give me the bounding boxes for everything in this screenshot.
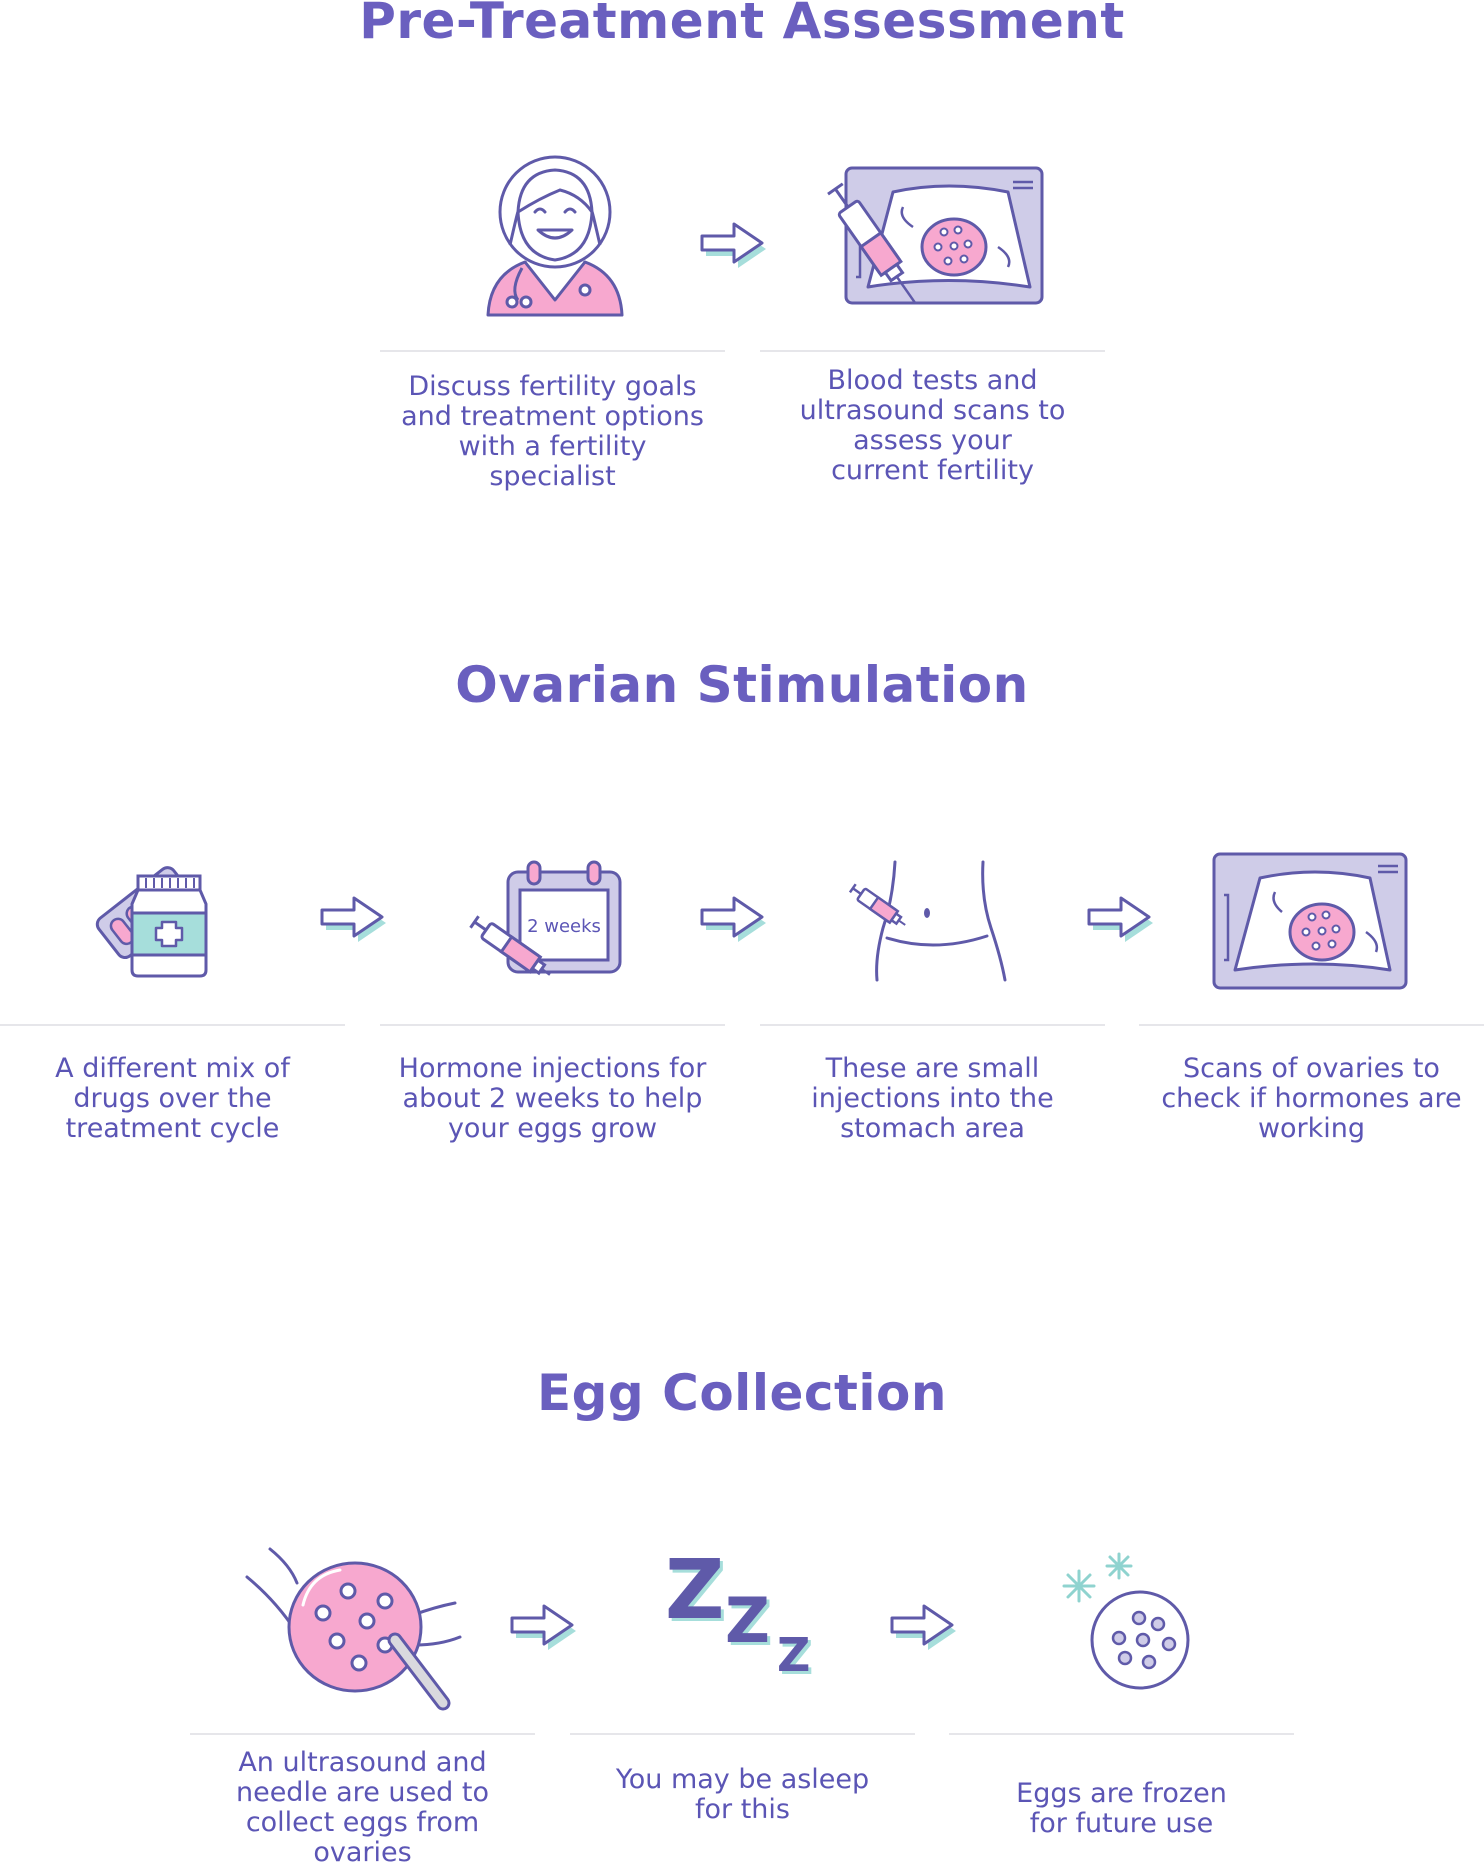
calendar-label: 2 weeks	[527, 916, 601, 937]
step-caption-drug-mix: A different mix of drugs over the treatm…	[55, 1053, 290, 1144]
arrow-right-icon	[320, 896, 386, 942]
section-title-pre-treatment: Pre-Treatment Assessment	[359, 0, 1125, 50]
ultrasound-syringe-icon	[827, 166, 1044, 305]
divider	[760, 1024, 1105, 1026]
step-caption-asleep: You may be asleep for this	[615, 1764, 870, 1825]
sleep-letter-medium: Z	[725, 1584, 770, 1657]
step-caption-ovary-scans: Scans of ovaries to check if hormones ar…	[1161, 1053, 1462, 1144]
divider	[1139, 1024, 1484, 1026]
sleep-letter-small: Z	[777, 1628, 811, 1682]
step-caption-frozen: Eggs are frozen for future use	[1016, 1778, 1227, 1839]
divider	[0, 1024, 345, 1026]
arrow-right-icon	[1087, 896, 1153, 942]
divider	[570, 1733, 915, 1735]
ovary-needle-icon	[245, 1547, 462, 1711]
section-title-ovarian-stimulation: Ovarian Stimulation	[455, 656, 1029, 714]
divider	[380, 350, 725, 352]
frozen-egg-icon	[1062, 1552, 1190, 1690]
divider	[760, 350, 1105, 352]
arrow-right-icon	[700, 896, 766, 942]
step-caption-hormone-injections: Hormone injections for about 2 weeks to …	[398, 1053, 707, 1144]
arrow-right-icon	[890, 1604, 956, 1650]
step-caption-small-injections: These are small injections into the stom…	[811, 1053, 1054, 1144]
ultrasound-monitor-icon	[1212, 852, 1408, 990]
divider	[380, 1024, 725, 1026]
medicine-bottle-icon	[95, 866, 208, 978]
step-caption-blood-tests: Blood tests and ultrasound scans to asse…	[799, 365, 1066, 486]
doctor-icon	[486, 155, 624, 317]
divider	[190, 1733, 535, 1735]
sleep-icon: Z Z Z	[665, 1550, 835, 1690]
step-caption-discuss: Discuss fertility goals and treatment op…	[401, 371, 704, 492]
stomach-injection-icon	[848, 860, 1007, 982]
step-caption-ultrasound-needle: An ultrasound and needle are used to col…	[235, 1747, 490, 1868]
snowflake-icon	[1062, 1552, 1133, 1603]
sleep-letter-large: Z	[665, 1543, 725, 1638]
arrow-right-icon	[700, 222, 766, 268]
section-title-egg-collection: Egg Collection	[536, 1364, 947, 1422]
calendar-syringe-icon	[469, 860, 622, 976]
divider	[949, 1733, 1294, 1735]
arrow-right-icon	[510, 1604, 576, 1650]
